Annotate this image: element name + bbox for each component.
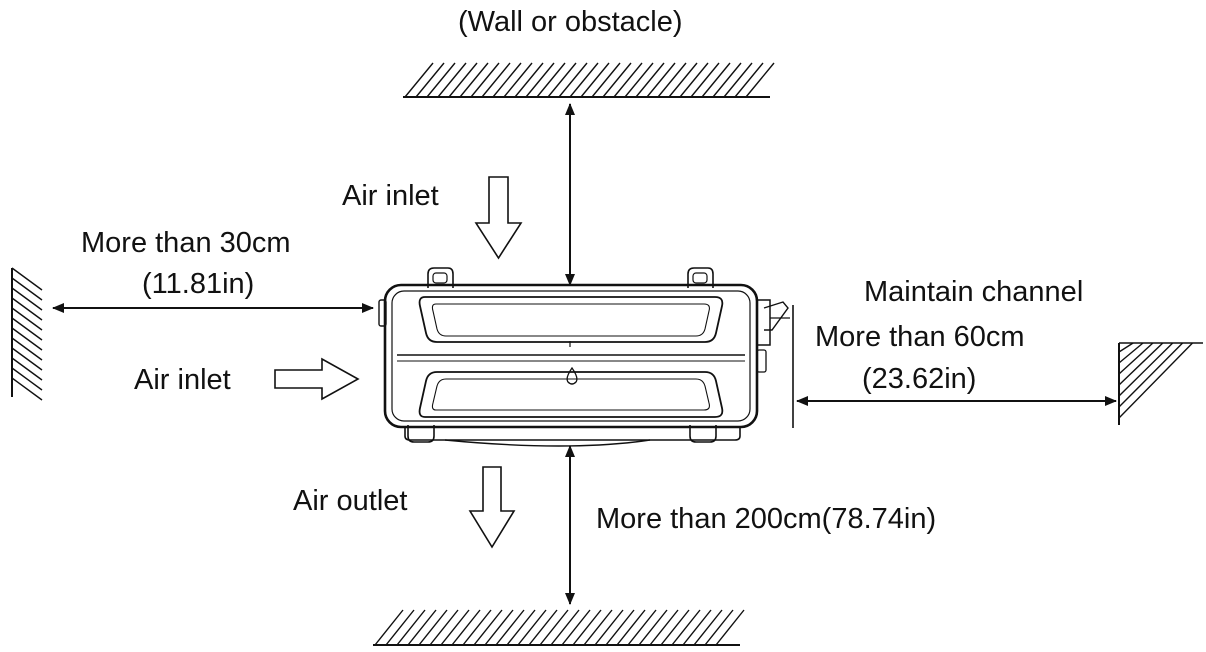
- maintain-channel-label: Maintain channel: [864, 276, 1084, 308]
- right-clearance-cm-label: More than 60cm: [815, 321, 1025, 353]
- top-obstacle-label: (Wall or obstacle): [458, 6, 683, 38]
- air-inlet-top-arrow: [474, 176, 523, 260]
- air-inlet-top-label: Air inlet: [342, 180, 439, 212]
- left-wall: [11, 267, 43, 401]
- air-inlet-left-label: Air inlet: [134, 364, 231, 396]
- air-outlet-arrow: [468, 466, 516, 549]
- left-clearance-in-label: (11.81in): [142, 268, 255, 300]
- right-clearance-in-label: (23.62in): [862, 363, 977, 395]
- bottom-clearance-label: More than 200cm(78.74in): [596, 503, 937, 535]
- bottom-wall: [373, 609, 745, 646]
- top-wall: [403, 62, 775, 98]
- indoor-unit: [378, 267, 790, 447]
- left-clearance-cm-label: More than 30cm: [81, 227, 291, 259]
- air-outlet-label: Air outlet: [293, 485, 408, 517]
- right-wall: [1118, 342, 1203, 425]
- air-inlet-left-arrow: [274, 357, 360, 401]
